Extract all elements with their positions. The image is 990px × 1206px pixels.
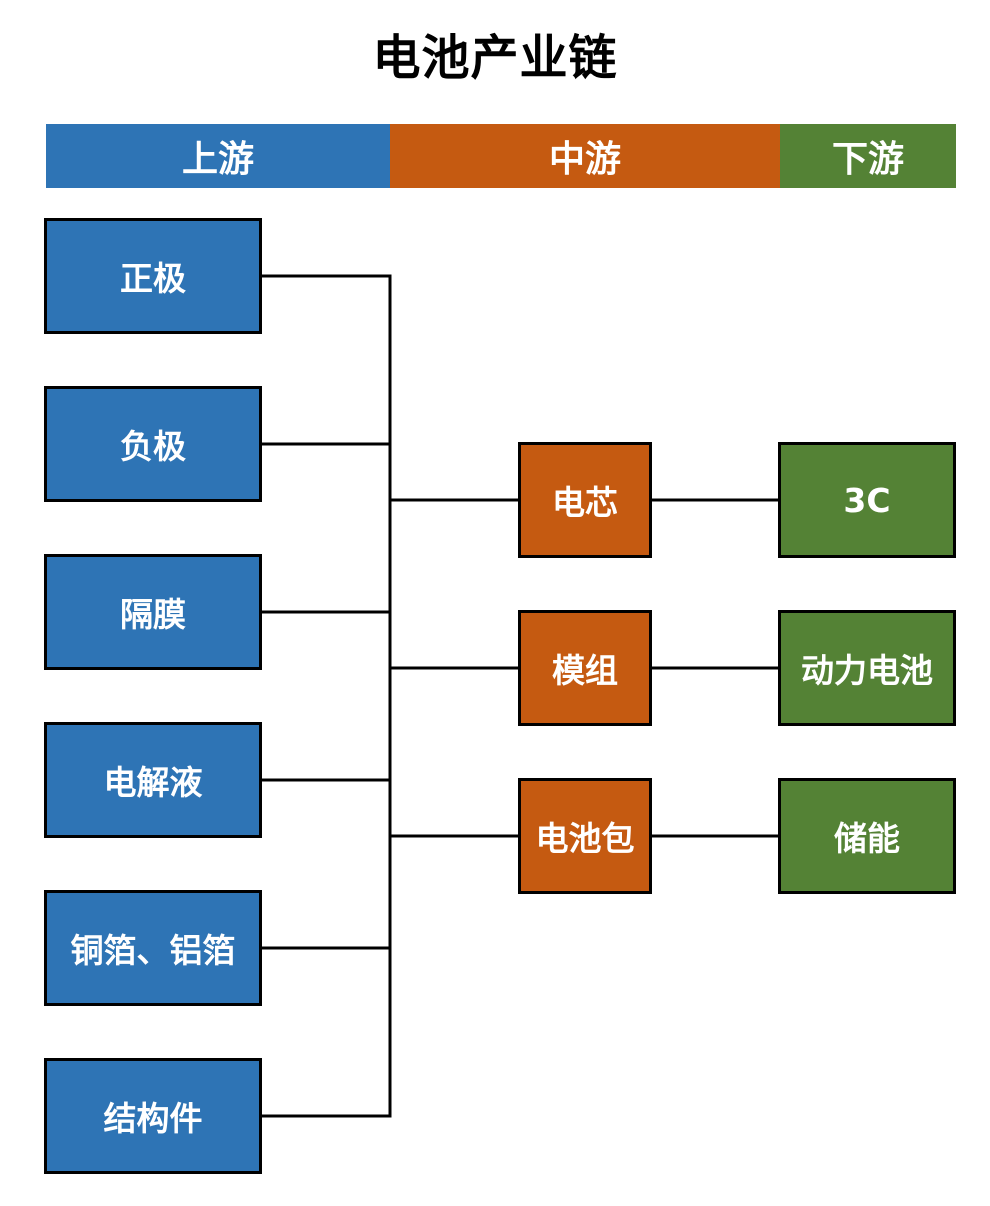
- downstream-node-energy-storage: 储能: [778, 778, 956, 894]
- upstream-node-separator: 隔膜: [44, 554, 262, 670]
- upstream-node-anode: 负极: [44, 386, 262, 502]
- stage-header-downstream: 下游: [780, 124, 956, 188]
- midstream-node-cell: 电芯: [518, 442, 652, 558]
- downstream-node-power-battery: 动力电池: [778, 610, 956, 726]
- stage-header-midstream: 中游: [390, 124, 780, 188]
- upstream-node-electrolyte: 电解液: [44, 722, 262, 838]
- midstream-node-module: 模组: [518, 610, 652, 726]
- stage-header-upstream: 上游: [46, 124, 390, 188]
- downstream-node-3c: 3C: [778, 442, 956, 558]
- midstream-node-pack: 电池包: [518, 778, 652, 894]
- upstream-node-structural-parts: 结构件: [44, 1058, 262, 1174]
- upstream-node-copper-aluminum-foil: 铜箔、铝箔: [44, 890, 262, 1006]
- diagram-title: 电池产业链: [372, 30, 618, 86]
- upstream-node-cathode: 正极: [44, 218, 262, 334]
